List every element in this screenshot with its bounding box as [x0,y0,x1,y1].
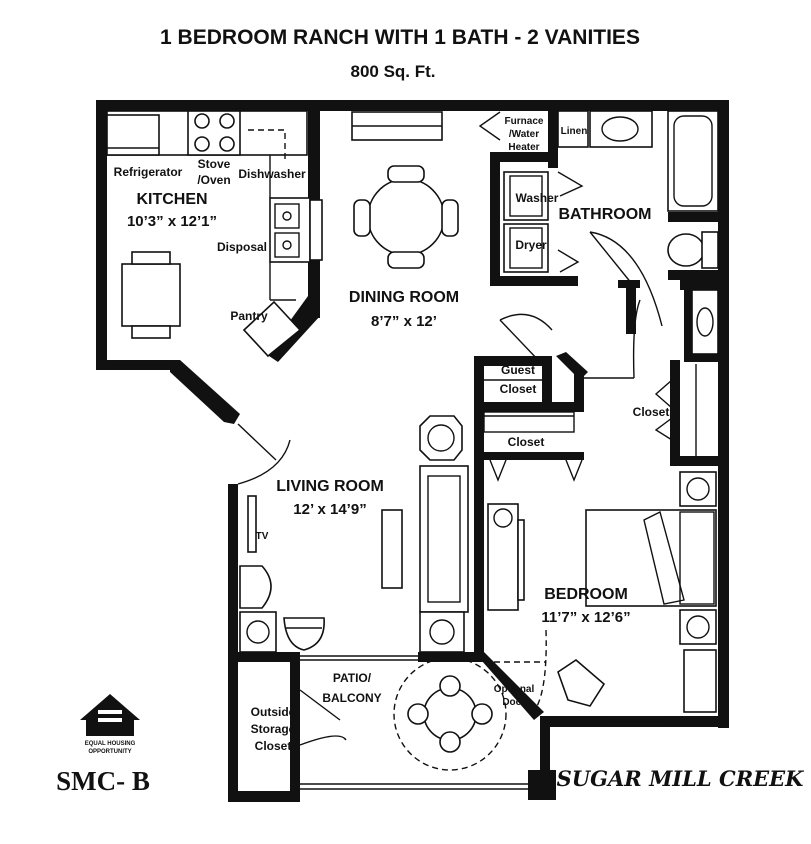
nightstand-top [679,471,717,507]
patio-name-2: BALCONY [322,691,381,705]
dishwasher [248,129,286,160]
vanity-sink-2 [691,289,719,355]
guest-closet-label-2: Closet [500,382,537,396]
dresser [487,503,519,611]
plan-title: 1 BEDROOM RANCH WITH 1 BATH - 2 VANITIES [160,26,640,49]
dishwasher-label: Dishwasher [238,167,306,181]
bathroom-name: BATHROOM [558,206,651,223]
brand-logo: SUGAR MILL CREEK [557,766,805,791]
living-size: 12’ x 14’9” [293,501,366,518]
kitchen-sink [269,197,311,263]
bathtub [667,110,719,212]
living [239,415,469,653]
tv-label: TV [256,531,269,542]
plan-code: SMC- B [56,766,150,796]
dryer [503,223,549,273]
furnace [478,111,501,141]
optional-door-label-1: Optional [494,684,535,695]
pantry-label: Pantry [230,309,268,323]
toilet [667,233,705,267]
disposal-label: Disposal [217,240,267,254]
storage-label-2: Storage [251,722,296,736]
bedroom-name: BEDROOM [544,586,628,603]
living-name: LIVING ROOM [276,478,384,495]
interior-walls [228,108,720,802]
guest-closet-label-1: Guest [501,363,535,377]
bathroom-area [503,110,719,456]
optional-door-label-2: Door [502,697,525,708]
furnace-label-3: Heater [508,142,539,153]
dining [351,111,501,269]
kitchen-name: KITCHEN [136,191,207,208]
equal-housing-logo: EQUAL HOUSING OPPORTUNITY [80,694,140,755]
kitchen-size: 10’3” x 12’1” [127,213,217,230]
storage-label-1: Outside [251,705,296,719]
equal-housing-label-1: EQUAL HOUSING [85,741,136,747]
patio-name-1: PATIO/ [333,671,372,685]
dining-size: 8’7” x 12’ [371,313,437,330]
coffee-table [381,509,403,589]
dining-table [367,178,445,256]
plan-area: 800 Sq. Ft. [350,62,435,81]
furnace-label-1: Furnace [505,116,544,127]
dining-name: DINING ROOM [349,289,459,306]
bedroom-area [487,471,717,713]
door-swings [237,231,663,746]
windows [106,364,668,790]
stove-label-1: Stove [198,157,231,171]
kitchen-table [121,263,181,327]
refrigerator [106,114,160,156]
kitchen [106,110,323,358]
bath-closet-label: Closet [633,405,670,419]
bedroom-size: 11’7” x 12’6” [541,609,630,626]
equal-housing-label-2: OPPORTUNITY [88,749,131,755]
refrigerator-label: Refrigerator [114,165,183,179]
sofa [419,465,469,613]
storage-label-3: Closet [255,739,292,753]
stove-label-2: /Oven [197,173,230,187]
nightstand-bottom [679,609,717,645]
bedroom-closet-label: Closet [508,435,545,449]
dryer-label: Dryer [515,238,547,252]
washer [503,171,549,221]
linen-label: Linen [561,126,588,137]
pantry [242,300,302,358]
bedroom-chair [557,658,606,707]
tv-stand [247,495,257,553]
patio-area [393,657,507,771]
washer-label: Washer [516,191,559,205]
furnace-label-2: /Water [509,129,539,140]
closets [483,366,583,482]
end-table-bottom [419,611,465,653]
linen-closet [557,110,589,148]
end-table-top [419,415,463,461]
armchair [239,565,272,609]
bed [585,509,717,607]
